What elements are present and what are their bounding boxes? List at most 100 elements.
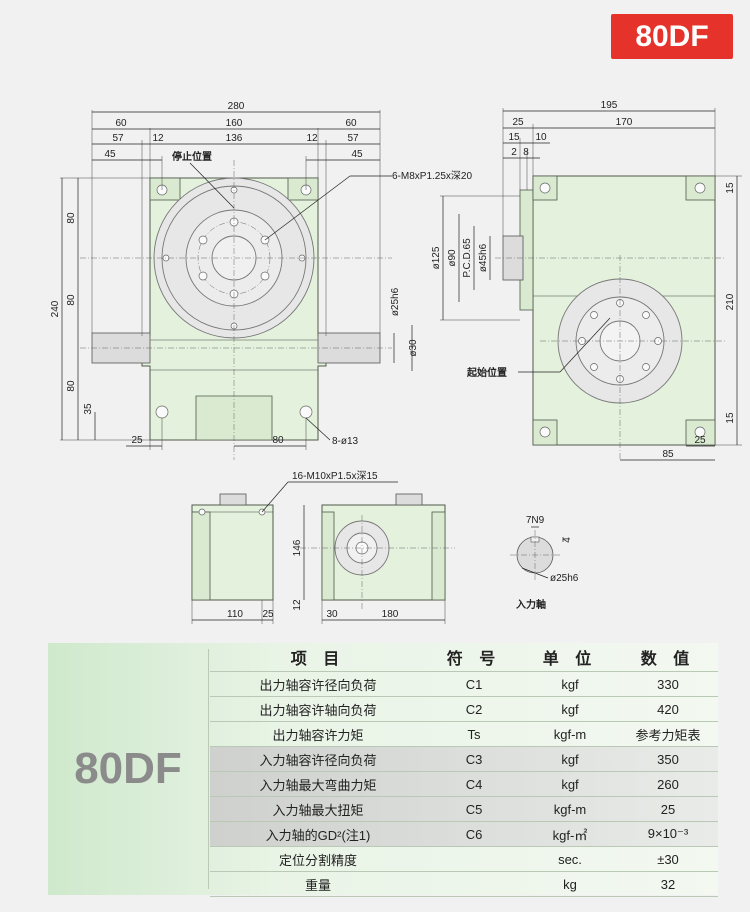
spec-item: 入力轴最大扭矩 [272, 802, 364, 818]
spec-item: 入力轴的GD²(注1) [265, 827, 371, 843]
bottom-views: 16-M10xP1.5x深15 146 12 110 25 30 180 [191, 470, 455, 624]
dim-h80a: 80 [66, 212, 77, 224]
spec-value: 260 [657, 776, 679, 792]
spec-unit: kgf [561, 776, 579, 792]
bolt-note: 8-ø13 [332, 436, 359, 447]
dim-inner-width: 160 [226, 118, 243, 129]
spec-symbol: C4 [465, 776, 483, 792]
spec-item: 出力轴容许轴向负荷 [259, 702, 377, 718]
dim-s15: 15 [508, 132, 520, 143]
spec-item: 重量 [304, 877, 331, 893]
spec-row: 入力轴最大扭矩 C5 kgf-m 25 [210, 797, 718, 822]
header-unit: 单 位 [542, 651, 598, 668]
spec-value: 32 [660, 876, 676, 892]
spec-unit: kgf [561, 701, 579, 717]
dim-s25: 25 [512, 117, 524, 128]
spec-unit: sec. [558, 851, 582, 867]
spec-symbol [426, 872, 522, 896]
dim-side-b85: 85 [662, 449, 674, 460]
dim-b25: 25 [131, 435, 143, 446]
dim-height-240: 240 [50, 300, 61, 317]
dim-flange-left: 60 [115, 118, 127, 129]
spec-item: 入力轴容许径向负荷 [259, 752, 377, 768]
spec-row: 定位分割精度 sec. ±30 [210, 847, 718, 872]
spec-item: 入力轴最大弯曲力矩 [259, 777, 377, 793]
dim-d45: ø45h6 [478, 243, 489, 272]
spec-item: 定位分割精度 [278, 852, 357, 868]
dim-w180: 180 [382, 609, 399, 620]
spec-value: 参考力矩表 [635, 727, 701, 743]
spec-row: 出力轴容许径向负荷 C1 kgf 330 [210, 672, 718, 697]
side-view: 195 25 170 15 10 2 8 ø125 ø90 P.C.D.65 ø… [431, 100, 742, 461]
dim-l12: 12 [152, 133, 164, 144]
spec-symbol: C3 [465, 751, 483, 767]
spec-row: 重量 kg 32 [210, 872, 718, 897]
key-detail: 7N9 4 ø25h6 入力軸 [510, 515, 579, 611]
dim-h12: 12 [292, 599, 303, 611]
spec-unit: kgf-m [553, 801, 587, 817]
spec-rows: 项 目 符 号 单 位 数 值 出力轴容许径向负荷 C1 kgf 330 出力轴容许轴向… [210, 643, 718, 897]
spec-unit: kgf [561, 676, 579, 692]
front-view: 280 60 160 60 57 12 136 12 57 45 45 停止位置… [50, 101, 472, 460]
spec-symbol: Ts [467, 726, 481, 742]
dim-h146: 146 [292, 539, 303, 556]
spec-symbol: C2 [465, 701, 483, 717]
dim-l57: 57 [112, 133, 124, 144]
spec-value: 350 [657, 751, 679, 767]
dim-d125: ø125 [431, 246, 442, 269]
dim-overall-width: 280 [228, 101, 245, 112]
header-symbol: 符 号 [446, 651, 502, 668]
key-n7n9: 7N9 [526, 515, 545, 526]
spec-value: 9×10⁻³ [647, 826, 689, 841]
dim-r15b: 15 [725, 412, 736, 424]
spec-value: ±30 [657, 851, 679, 867]
dim-w25: 25 [262, 609, 274, 620]
dim-pcd: P.C.D.65 [462, 238, 473, 278]
technical-drawing: 280 60 160 60 57 12 136 12 57 45 45 停止位置… [50, 100, 742, 624]
spec-unit: kgf-m [553, 726, 587, 742]
input-shaft-label: 入力軸 [516, 598, 546, 611]
dim-h80b: 80 [66, 294, 77, 306]
spec-item: 出力轴容许力矩 [272, 727, 364, 743]
stop-position-label: 停止位置 [172, 150, 212, 163]
spec-divider [208, 649, 209, 889]
dim-mid136: 136 [226, 133, 243, 144]
dim-flange-right: 60 [345, 118, 357, 129]
dim-side-overall: 195 [601, 100, 618, 111]
dim-w30: 30 [326, 609, 338, 620]
spec-header-row: 项 目 符 号 单 位 数 值 [210, 643, 718, 672]
dim-s2: 2 [511, 147, 517, 158]
dim-b80: 80 [272, 435, 284, 446]
spec-symbol: C1 [465, 676, 483, 692]
spec-symbol: C5 [465, 801, 483, 817]
spec-value: 420 [657, 701, 679, 717]
dim-r45: 45 [351, 149, 363, 160]
dim-shaft-h30: ø30 [408, 339, 419, 357]
spec-unit: kgf-㎡ [552, 827, 588, 843]
dim-r57: 57 [347, 133, 359, 144]
dim-s10: 10 [535, 132, 547, 143]
spec-row: 出力轴容许力矩 Ts kgf-m 参考力矩表 [210, 722, 718, 747]
spec-value: 25 [660, 801, 676, 817]
dim-s8: 8 [523, 147, 529, 158]
start-position-label: 起始位置 [466, 366, 507, 379]
spec-row: 入力轴的GD²(注1) C6 kgf-㎡ 9×10⁻³ [210, 822, 718, 847]
header-item: 项 目 [290, 651, 346, 668]
dim-r15a: 15 [725, 182, 736, 194]
dim-w110: 110 [227, 609, 243, 620]
spec-symbol: C6 [465, 826, 483, 842]
spec-value: 330 [657, 676, 679, 692]
spec-unit: kg [563, 876, 577, 892]
dim-side-b25: 25 [694, 435, 706, 446]
dim-s170: 170 [616, 117, 633, 128]
dim-h80c: 80 [66, 380, 77, 392]
spec-item: 出力轴容许径向负荷 [259, 677, 377, 693]
dim-r210: 210 [725, 293, 736, 310]
tap-note-top: 6-M8xP1.25x深20 [392, 170, 472, 182]
spec-row: 出力轴容许轴向负荷 C2 kgf 420 [210, 697, 718, 722]
dim-h35: 35 [83, 403, 94, 415]
spec-symbol [426, 847, 522, 871]
key-dia: ø25h6 [550, 573, 579, 584]
spec-model: 80DF [74, 744, 182, 793]
